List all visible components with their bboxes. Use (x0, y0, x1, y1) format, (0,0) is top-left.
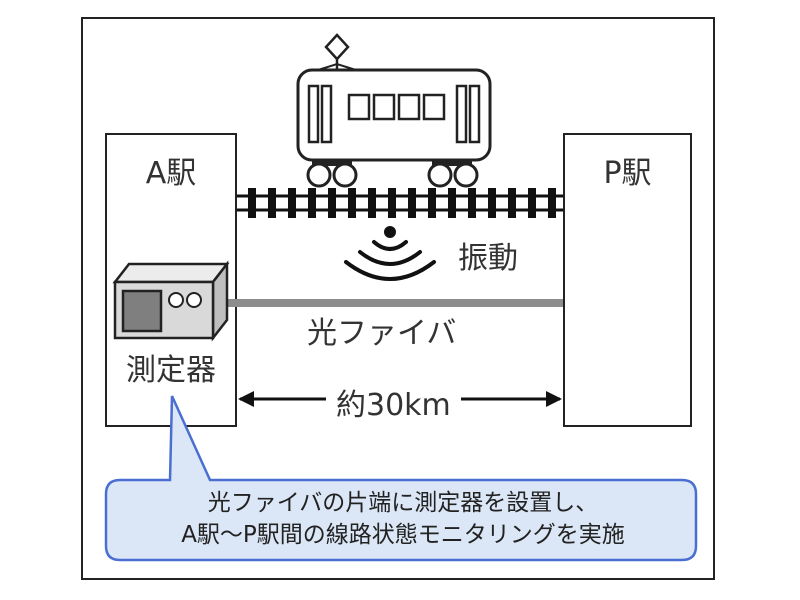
track-sleeper (308, 188, 316, 218)
train-door (468, 84, 481, 144)
train-window (422, 93, 446, 121)
station-a-label: A駅 (145, 156, 197, 191)
railway-track (237, 188, 563, 218)
track-sleeper (508, 188, 516, 218)
arrowhead-right-icon (546, 391, 562, 407)
train-icon (296, 33, 492, 188)
station-p-label: P駅 (603, 156, 652, 191)
train-wheel (427, 162, 453, 188)
track-sleeper (388, 188, 396, 218)
train-wheel (306, 162, 332, 188)
callout-line-2: A駅～P駅間の線路状態モニタリングを実施 (181, 522, 625, 548)
track-sleeper (328, 188, 336, 218)
train-wheel (453, 162, 479, 188)
device-label: 測定器 (126, 353, 216, 388)
train-window (347, 93, 371, 121)
train-door (320, 84, 333, 144)
train-door (455, 84, 468, 144)
vibration-icon (344, 226, 436, 281)
track-sleeper (348, 188, 356, 218)
track-sleeper (488, 188, 496, 218)
device-screen (121, 289, 163, 333)
train-wheel (332, 162, 358, 188)
track-sleeper (428, 188, 436, 218)
fiber-cable (213, 299, 563, 307)
track-sleeper (288, 188, 296, 218)
track-sleeper (468, 188, 476, 218)
measuring-device-icon (112, 260, 230, 342)
track-sleeper (368, 188, 376, 218)
track-sleeper (268, 188, 276, 218)
device-knob (168, 292, 184, 308)
track-sleeper (248, 188, 256, 218)
track-sleeper (448, 188, 456, 218)
train-door (307, 84, 320, 144)
track-sleeper (528, 188, 536, 218)
train-window (372, 93, 396, 121)
fiber-label: 光ファイバ (307, 316, 457, 351)
distance-label: 約30km (326, 380, 461, 424)
pantograph-icon (324, 33, 350, 61)
track-sleeper (408, 188, 416, 218)
callout-bubble (104, 395, 698, 562)
callout-line-1: 光ファイバの片端に測定器を設置し、 (207, 490, 599, 516)
arrowhead-left-icon (238, 391, 254, 407)
vibration-label: 振動 (458, 241, 518, 276)
sleepers (248, 188, 556, 218)
device-knob (186, 292, 202, 308)
track-sleeper (548, 188, 556, 218)
callout-text: 光ファイバの片端に測定器を設置し、 A駅～P駅間の線路状態モニタリングを実施 (108, 480, 698, 558)
train-window (397, 93, 421, 121)
station-p-building (563, 133, 692, 427)
